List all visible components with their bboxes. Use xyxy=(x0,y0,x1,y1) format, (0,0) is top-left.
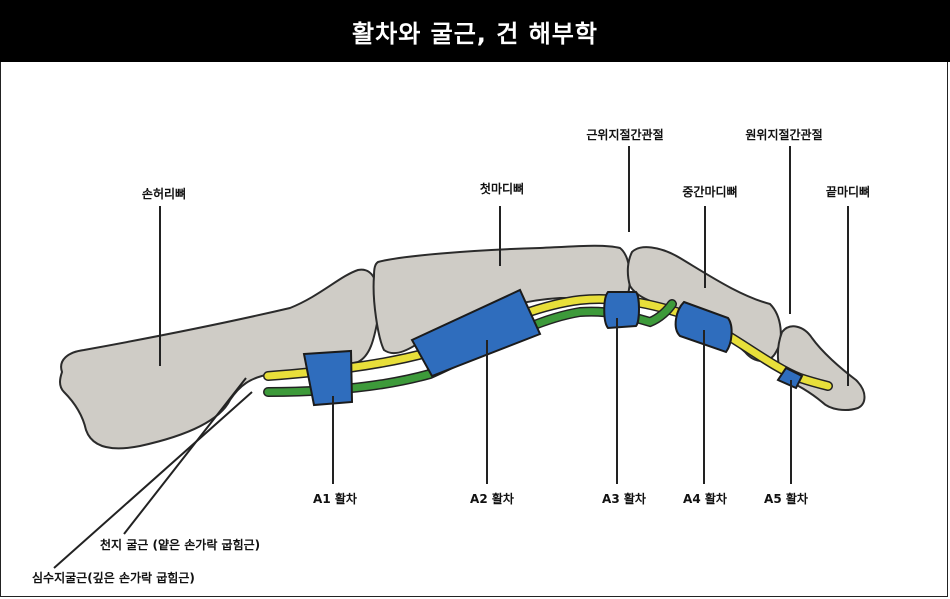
a5-pulley-label: A5 활차 xyxy=(764,491,808,506)
profundus-label: 심수지굴근(깊은 손가락 굽힘근) xyxy=(32,570,195,585)
header-bar: 활차와 굴근, 건 해부학 xyxy=(0,0,950,62)
distal-phalanx-label: 끝마디뼈 xyxy=(826,184,870,199)
deep-flexor-tendon xyxy=(264,300,676,396)
a2-pulley xyxy=(410,288,542,378)
a2-pulley-label: A2 활차 xyxy=(470,491,514,506)
a3-pulley-label: A3 활차 xyxy=(602,491,646,506)
middle-phalanx-label: 중간마디뼈 xyxy=(682,184,737,199)
a5-pulley xyxy=(776,366,804,390)
a4-pulley xyxy=(674,300,733,354)
page-title: 활차와 굴근, 건 해부학 xyxy=(352,19,598,48)
a1-pulley xyxy=(302,349,354,407)
superficialis-label: 천지 굴근 (얕은 손가락 굽힘근) xyxy=(100,537,260,552)
profundus-leader xyxy=(53,391,253,569)
dip-joint-label: 원위지절간관절 xyxy=(745,127,822,142)
pip-joint-label: 근위지절간관절 xyxy=(586,127,663,142)
metacarpal-label: 손허리뼈 xyxy=(142,186,186,201)
a4-pulley-label: A4 활차 xyxy=(683,491,727,506)
diagram-frame xyxy=(0,62,948,597)
superficialis-leader xyxy=(123,377,247,535)
proximal-phalanx-label: 첫마디뼈 xyxy=(480,181,524,196)
a1-pulley-label: A1 활차 xyxy=(313,491,357,506)
a3-pulley xyxy=(603,291,640,330)
